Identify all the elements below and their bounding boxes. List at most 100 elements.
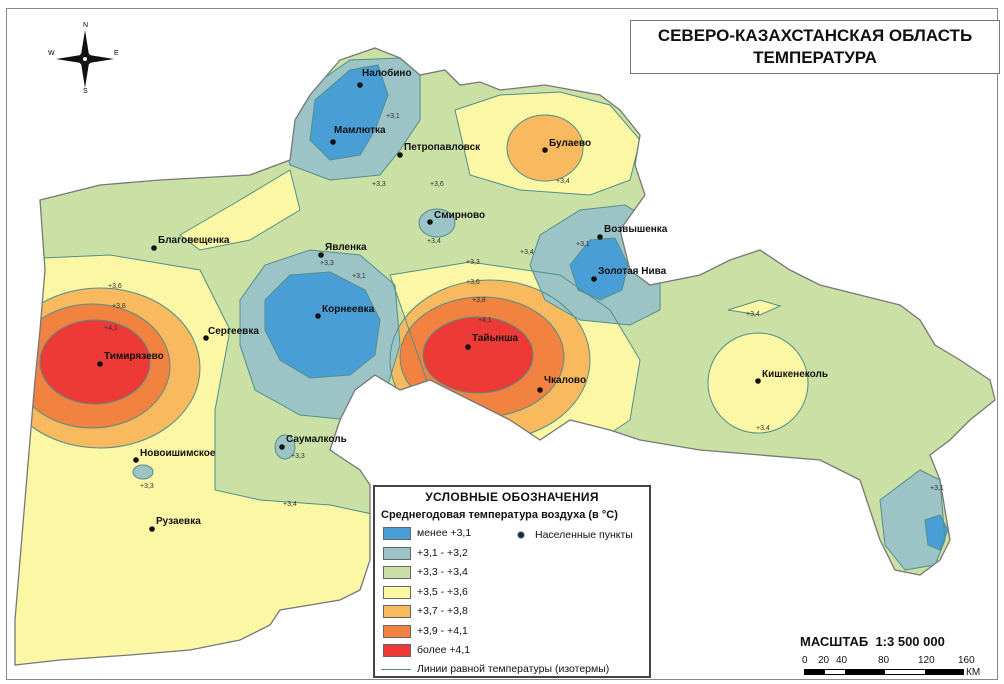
settlement-label: Золотая Нива [598, 266, 667, 277]
isotherm-label: +3,8 [112, 303, 126, 310]
isotherm-label: +3,1 [930, 485, 944, 492]
isotherm-zone-teal-center [239, 249, 401, 421]
isotherm-label: +3,4 [556, 178, 570, 185]
isotherm-label: +3,8 [472, 297, 486, 304]
scale-bar [804, 669, 964, 675]
legend: УСЛОВНЫЕ ОБОЗНАЧЕНИЯ Среднегодовая темпе… [373, 485, 651, 678]
settlement-dot-icon [537, 387, 543, 393]
settlement-label: Тайынша [472, 333, 518, 344]
isotherm-label: +3,3 [372, 181, 386, 188]
compass-n: N [83, 22, 89, 29]
legend-item-label: +3,7 - +3,8 [417, 605, 468, 617]
isotherm-zone-orange-north [506, 114, 584, 182]
settlement-label: Корнеевка [322, 304, 375, 315]
map-title-line2: ТЕМПЕРАТУРА [753, 48, 877, 67]
settlement-label: Рузаевка [156, 516, 201, 527]
legend-swatch [383, 624, 411, 638]
zone-teal-novoishimskoe [133, 465, 153, 479]
legend-settlements: Населенные пункты [517, 529, 633, 541]
scale-segment [825, 670, 845, 674]
isotherm-label: +3,4 [756, 425, 770, 432]
isotherm-zone-red-center [422, 316, 534, 394]
legend-swatch [383, 644, 411, 657]
settlement-label: Налобино [362, 67, 412, 79]
scale-segment [925, 670, 963, 674]
settlement-dot-icon [397, 152, 403, 158]
isotherm-labels: +3,1 +3,3 +3,6 +3,4 +3,3 +3,4 +3,1 +3,3 +3,1 +3,6… [104, 113, 944, 508]
isotherm-zone-teal-novoishimskoe [132, 464, 154, 480]
settlement-dot-icon [203, 335, 209, 341]
compass-s: S [83, 88, 88, 95]
zone-blue-se [925, 515, 948, 550]
zone-blue-ne [570, 238, 628, 300]
scale-label: МАСШТАБ [800, 634, 869, 649]
settlement-dot-icon [318, 252, 324, 258]
settlement-label: Явленка [325, 242, 367, 253]
zone-red-west [40, 320, 150, 404]
settlement-dot-icon [591, 276, 597, 282]
isotherm-zone-teal-saumalkol [274, 434, 296, 460]
zone-yellow-northwest [180, 170, 300, 250]
settlement-dot-icon [315, 313, 321, 319]
settlement-dot-icon [149, 526, 155, 532]
isotherm-zone-blue-ne [569, 237, 629, 301]
isotherm-label: +3,4 [520, 249, 534, 256]
zone-teal-saumalkol [275, 435, 295, 459]
isotherm-label: +4,1 [478, 317, 492, 324]
legend-swatch [383, 546, 411, 560]
settlement-dot-icon [465, 344, 471, 350]
isotherm-label: +3,6 [430, 181, 444, 188]
legend-item-label: +3,9 - +4,1 [417, 624, 468, 637]
isotherm-zone-yellow-sliver [727, 299, 782, 316]
zone-yellow-sliver [728, 300, 780, 315]
scale-unit: КМ [966, 667, 981, 678]
settlement-dot-icon [133, 457, 139, 463]
isotherm-zone-orange-west [15, 287, 201, 449]
settlement-dot-icon [151, 245, 157, 251]
settlement-label: Возвышенка [604, 224, 668, 235]
isotherm-label: +3,1 [386, 113, 400, 120]
isotherm-label: +3,1 [352, 273, 366, 280]
isotherm-zone-teal-ne [529, 204, 661, 326]
compass-w: W [48, 50, 55, 57]
isoline-icon [381, 668, 411, 670]
settlement-dot-icon [330, 139, 336, 145]
settlement-dot-icon [357, 82, 363, 88]
isotherm-label: +3,4 [746, 311, 760, 318]
isotherm-label: +3,3 [291, 453, 305, 460]
scale-tick: 80 [878, 655, 890, 666]
legend-title: УСЛОВНЫЕ ОБОЗНАЧЕНИЯ [425, 490, 599, 504]
settlement-label: Тимирязево [104, 351, 164, 362]
settlement-label: Саумалколь [286, 434, 347, 445]
isotherm-zone-yellow-northwest [179, 169, 301, 251]
settlement-label: Смирново [434, 210, 485, 221]
map-title: СЕВЕРО-КАЗАХСТАНСКАЯ ОБЛАСТЬ ТЕМПЕРАТУРА [630, 20, 1000, 74]
legend-swatch [383, 605, 411, 618]
scale-segment [845, 670, 885, 674]
settlement-label: Кишкенеколь [762, 369, 828, 380]
isotherm-label: +3,4 [427, 238, 441, 245]
legend-item-label: менее +3,1 [417, 527, 472, 539]
settlement-label: Петропавловск [404, 142, 481, 153]
legend-swatch [383, 566, 411, 579]
isotherm-zone-yellow-north [454, 91, 641, 196]
legend-settlements-label: Населенные пункты [535, 529, 633, 541]
scale-tick: 0 [802, 655, 808, 666]
settlement-label: Благовещенка [158, 235, 230, 246]
isotherm-label: +3,3 [140, 483, 154, 490]
isotherm-label: +3,3 [320, 260, 334, 267]
isotherm-label: +3,3 [466, 259, 480, 266]
isotherm-zone-blue-north [309, 64, 389, 161]
compass-icon [56, 30, 114, 88]
isotherm-label: +3,6 [466, 279, 480, 286]
legend-swatch [383, 585, 411, 599]
scale-heading: МАСШТАБ 1:3 500 000 [800, 634, 1000, 649]
isotherm-label: +3,4 [283, 501, 297, 508]
legend-item-label: +3,1 - +3,2 [417, 546, 468, 559]
settlement-label: Булаево [549, 138, 591, 149]
region-border [14, 47, 996, 666]
isotherm-zone-teal-smirnovo [418, 208, 456, 238]
